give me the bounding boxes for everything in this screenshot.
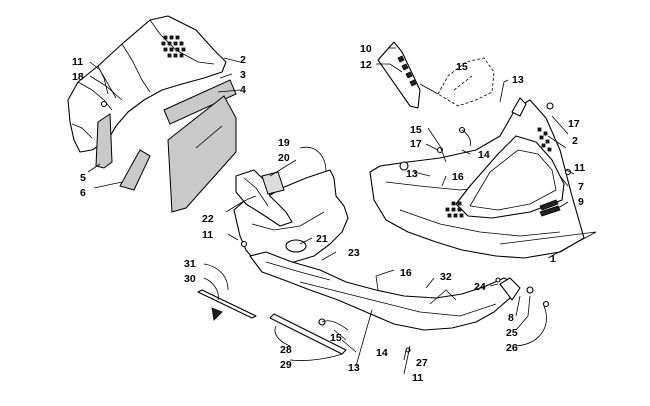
windshield-bracket [377, 41, 421, 109]
lower-trim-strip-center [269, 313, 347, 355]
callout-6: 6 [80, 187, 86, 199]
side-pad-short [119, 149, 151, 191]
foam-pad-large [167, 95, 237, 213]
callout-7: 7 [578, 181, 584, 193]
callout-9: 9 [578, 196, 584, 208]
callout-26: 26 [506, 342, 518, 354]
callout-1: 1 [550, 253, 556, 265]
callout-17: 17 [410, 138, 422, 150]
foam-pad-strip [163, 79, 237, 125]
vent-cover [261, 171, 285, 195]
callout-22: 22 [202, 213, 214, 225]
callout-15: 15 [330, 332, 342, 344]
callout-15: 15 [410, 124, 422, 136]
callout-11: 11 [574, 162, 585, 174]
side-pad-long [95, 113, 113, 169]
callout-13: 13 [348, 362, 360, 374]
callout-18: 18 [72, 71, 84, 83]
callout-28: 28 [280, 344, 292, 356]
callout-2: 2 [240, 54, 246, 66]
callout-14: 14 [376, 347, 388, 359]
callout-27: 27 [416, 357, 428, 369]
callout-32: 32 [440, 271, 452, 283]
callout-16: 16 [452, 171, 464, 183]
nose-vent-dots [445, 201, 464, 218]
callout-11: 11 [202, 229, 213, 241]
callout-14: 14 [478, 149, 490, 161]
callout-13: 13 [512, 74, 524, 86]
right-vent-dots [537, 127, 552, 152]
callout-16: 16 [400, 267, 412, 279]
callout-5: 5 [80, 172, 86, 184]
callout-12: 12 [360, 59, 372, 71]
callout-11: 11 [72, 56, 83, 68]
leader-lines [87, 47, 597, 375]
callout-8: 8 [508, 312, 514, 324]
callout-23: 23 [348, 247, 360, 259]
callout-labels: 1 2 2 3 4 5 6 7 8 9 10 11 11 11 11 12 13… [72, 43, 585, 384]
callout-29: 29 [280, 359, 292, 371]
nose-vent-grille [539, 199, 561, 217]
callout-19: 19 [278, 137, 290, 149]
windshield [437, 57, 495, 107]
callout-30: 30 [184, 273, 196, 285]
callout-31: 31 [184, 258, 196, 270]
callout-3: 3 [240, 69, 246, 81]
callout-25: 25 [506, 327, 518, 339]
lower-trim-strip-left [197, 289, 257, 321]
callout-20: 20 [278, 152, 290, 164]
callout-2: 2 [572, 135, 578, 147]
lower-skid-plate [249, 251, 521, 331]
air-duct-part [235, 169, 293, 227]
left-panel-vent-dots [161, 35, 186, 58]
callout-13: 13 [406, 168, 418, 180]
callout-4: 4 [240, 84, 246, 96]
callout-17: 17 [568, 118, 580, 130]
callout-24: 24 [474, 281, 486, 293]
front-nose-hood [369, 97, 585, 259]
callout-10: 10 [360, 43, 372, 55]
callout-15: 15 [456, 61, 468, 73]
callout-21: 21 [316, 233, 328, 245]
callout-11: 11 [412, 372, 423, 384]
